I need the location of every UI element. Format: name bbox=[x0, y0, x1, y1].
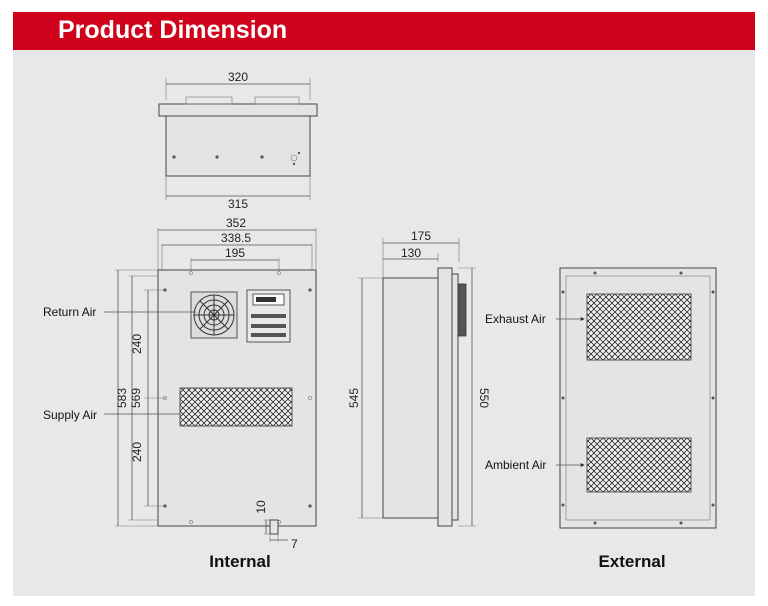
side-flange bbox=[437, 267, 453, 527]
dim-height-545: 545 bbox=[347, 388, 361, 408]
top-view: 320 315 bbox=[158, 70, 318, 211]
dim-height-583: 583 bbox=[115, 388, 129, 408]
dim-height-569: 569 bbox=[129, 388, 143, 408]
dim-top-320: 320 bbox=[228, 70, 248, 84]
dim-foot-7: 7 bbox=[291, 537, 298, 551]
dim-lower-240: 240 bbox=[130, 442, 144, 462]
dim-width-338-5: 338.5 bbox=[221, 231, 251, 245]
label-exhaust-air: Exhaust Air bbox=[485, 312, 546, 326]
label-ambient-air: Ambient Air bbox=[485, 458, 546, 472]
dim-foot-10: 10 bbox=[254, 500, 268, 514]
header-banner: Product Dimension bbox=[13, 12, 755, 50]
page-title: Product Dimension bbox=[58, 16, 288, 44]
drain-foot bbox=[269, 519, 279, 535]
label-supply-air: Supply Air bbox=[43, 408, 97, 422]
side-fan-guard bbox=[457, 283, 467, 337]
external-view: Exhaust Air Ambient Air External bbox=[485, 267, 717, 571]
dim-height-550: 550 bbox=[477, 388, 491, 408]
side-view: 175 130 545 550 bbox=[347, 229, 491, 527]
supply-air-grille bbox=[179, 387, 293, 427]
ambient-air-grille bbox=[586, 437, 692, 493]
dim-depth-130: 130 bbox=[401, 246, 421, 260]
dim-holes-195: 195 bbox=[225, 246, 245, 260]
controller-panel-icon bbox=[246, 289, 291, 343]
top-view-body bbox=[165, 115, 311, 177]
dim-depth-175: 175 bbox=[411, 229, 431, 243]
caption-external: External bbox=[598, 552, 665, 571]
fan-icon bbox=[190, 291, 238, 339]
exhaust-air-grille bbox=[586, 293, 692, 361]
side-body bbox=[382, 277, 439, 519]
label-return-air: Return Air bbox=[43, 305, 96, 319]
dim-upper-240: 240 bbox=[130, 334, 144, 354]
side-cover bbox=[451, 273, 459, 521]
dim-bottom-315: 315 bbox=[228, 197, 248, 211]
caption-internal: Internal bbox=[209, 552, 270, 571]
top-view-flange bbox=[158, 103, 318, 117]
internal-view: 352 338.5 195 bbox=[43, 216, 317, 571]
dim-width-352: 352 bbox=[226, 216, 246, 230]
